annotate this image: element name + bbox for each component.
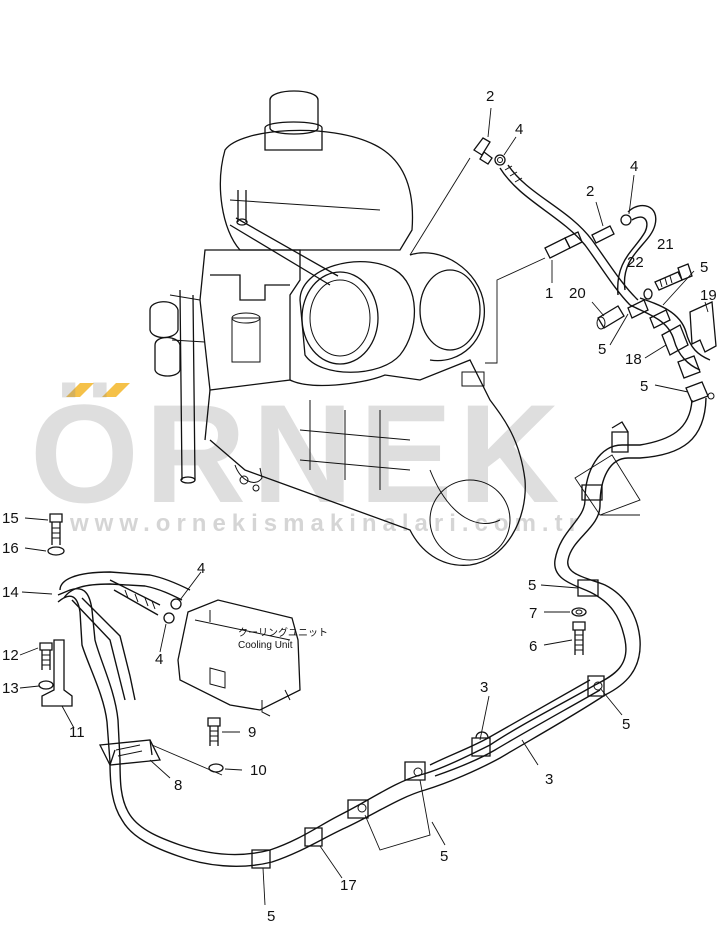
callout-3-lower: 3 [545, 771, 553, 788]
callout-16: 16 [2, 540, 19, 557]
bolt-group-right [543, 607, 587, 655]
callout-18: 18 [625, 351, 642, 368]
callout-12: 12 [2, 647, 19, 664]
callout-19: 19 [700, 287, 717, 304]
callout-4-right: 4 [630, 158, 638, 175]
callout-10: 10 [250, 762, 267, 779]
callout-8: 8 [174, 777, 182, 794]
callout-9: 9 [248, 724, 256, 741]
callout-5-bottom-left: 5 [267, 908, 275, 925]
callout-14: 14 [2, 584, 19, 601]
callout-5-right-mid: 5 [528, 577, 536, 594]
left-bracket-assembly [19, 513, 243, 779]
watermark: ÖRNEK www.ornekismakinalari.com.tr [30, 375, 584, 537]
callout-1: 1 [545, 285, 553, 302]
callout-5-lower-right: 5 [622, 716, 630, 733]
callout-17: 17 [340, 877, 357, 894]
callout-15: 15 [2, 510, 19, 527]
callout-22: 22 [627, 254, 644, 271]
callout-6: 6 [529, 638, 537, 655]
watermark-url: www.ornekismakinalari.com.tr [69, 510, 584, 537]
cooling-unit-label-en: Cooling Unit [238, 640, 293, 651]
callout-2-right: 2 [586, 183, 594, 200]
callout-5-bottom-center: 5 [440, 848, 448, 865]
cooling-unit-label-jp: クーリングユニット [238, 626, 328, 639]
callout-3-upper: 3 [480, 679, 488, 696]
callout-7: 7 [529, 605, 537, 622]
callout-4-left-top: 4 [197, 560, 205, 577]
callout-4-left-bottom: 4 [155, 651, 163, 668]
watermark-accent-mark-left [66, 383, 94, 397]
callout-13: 13 [2, 680, 19, 697]
watermark-accent-mark-right [102, 383, 130, 397]
main-tube-run [57, 397, 707, 906]
cooling-unit: クーリングユニット Cooling Unit [177, 599, 328, 717]
callout-5-right: 5 [640, 378, 648, 395]
callout-4-top: 4 [515, 121, 523, 138]
callout-2-top: 2 [486, 88, 494, 105]
callout-5-upper-right: 5 [700, 259, 708, 276]
callout-labels: 2 4 4 2 21 22 5 1 20 19 5 18 5 15 16 4 5… [2, 88, 717, 925]
supply-hose-assembly [409, 107, 717, 403]
callout-21: 21 [657, 236, 674, 253]
callout-11: 11 [69, 724, 85, 741]
callout-5-mid-right: 5 [598, 341, 606, 358]
callout-20: 20 [569, 285, 586, 302]
watermark-brand: ÖRNEK [30, 375, 566, 532]
engine-assembly [149, 90, 546, 566]
